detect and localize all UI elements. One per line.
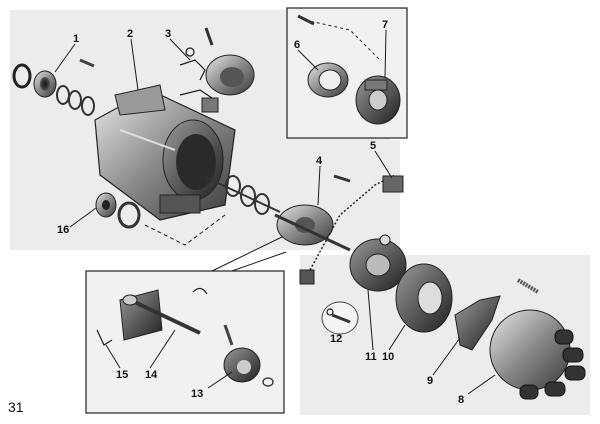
label-6: 6 xyxy=(294,39,300,51)
inset-callout-line xyxy=(231,251,287,272)
part-14-shaft xyxy=(119,289,201,341)
alignment-dashed-line xyxy=(144,214,226,246)
label-13: 13 xyxy=(191,388,203,400)
label-3: 3 xyxy=(165,28,171,40)
part-8-distributor-cap xyxy=(489,278,586,400)
inset-callout-line xyxy=(211,235,285,272)
label-7: 7 xyxy=(382,19,388,31)
part-3-vacuum-unit xyxy=(179,27,255,113)
part-2-distributor-housing xyxy=(94,84,236,221)
part-9-rotor-arm xyxy=(454,295,501,351)
label-12: 12 xyxy=(330,333,342,345)
part-12-screw xyxy=(321,301,359,335)
label-2: 2 xyxy=(127,28,133,40)
inset-dashed-line xyxy=(304,19,381,61)
chain-dashed-line xyxy=(309,174,396,271)
figure-number: 31 xyxy=(8,399,24,415)
shaft-washers xyxy=(204,175,281,215)
part-6-cam-ring xyxy=(307,62,349,98)
part-15-clip xyxy=(96,287,208,346)
part-5-terminal xyxy=(333,174,404,193)
label-9: 9 xyxy=(427,375,433,387)
part-4-advance-mechanism xyxy=(274,204,351,285)
label-15: 15 xyxy=(116,369,128,381)
leader-lines xyxy=(54,29,496,395)
part-1-bearing-set xyxy=(12,58,95,116)
part-13-weight-assembly xyxy=(223,324,274,387)
part-10-dust-cover xyxy=(395,263,453,333)
part-16-washer-set xyxy=(95,192,141,229)
inset-screw xyxy=(297,14,315,26)
label-4: 4 xyxy=(316,155,323,167)
label-8: 8 xyxy=(458,394,464,406)
inset-frame-bottom-left xyxy=(85,270,285,414)
label-14: 14 xyxy=(145,369,158,381)
label-16: 16 xyxy=(57,224,69,236)
label-1: 1 xyxy=(73,33,79,45)
label-5: 5 xyxy=(370,140,376,152)
part-7-breaker-plate xyxy=(355,75,401,125)
label-10: 10 xyxy=(382,351,394,363)
part-11-contact-plate xyxy=(349,234,407,292)
label-11: 11 xyxy=(365,351,377,363)
